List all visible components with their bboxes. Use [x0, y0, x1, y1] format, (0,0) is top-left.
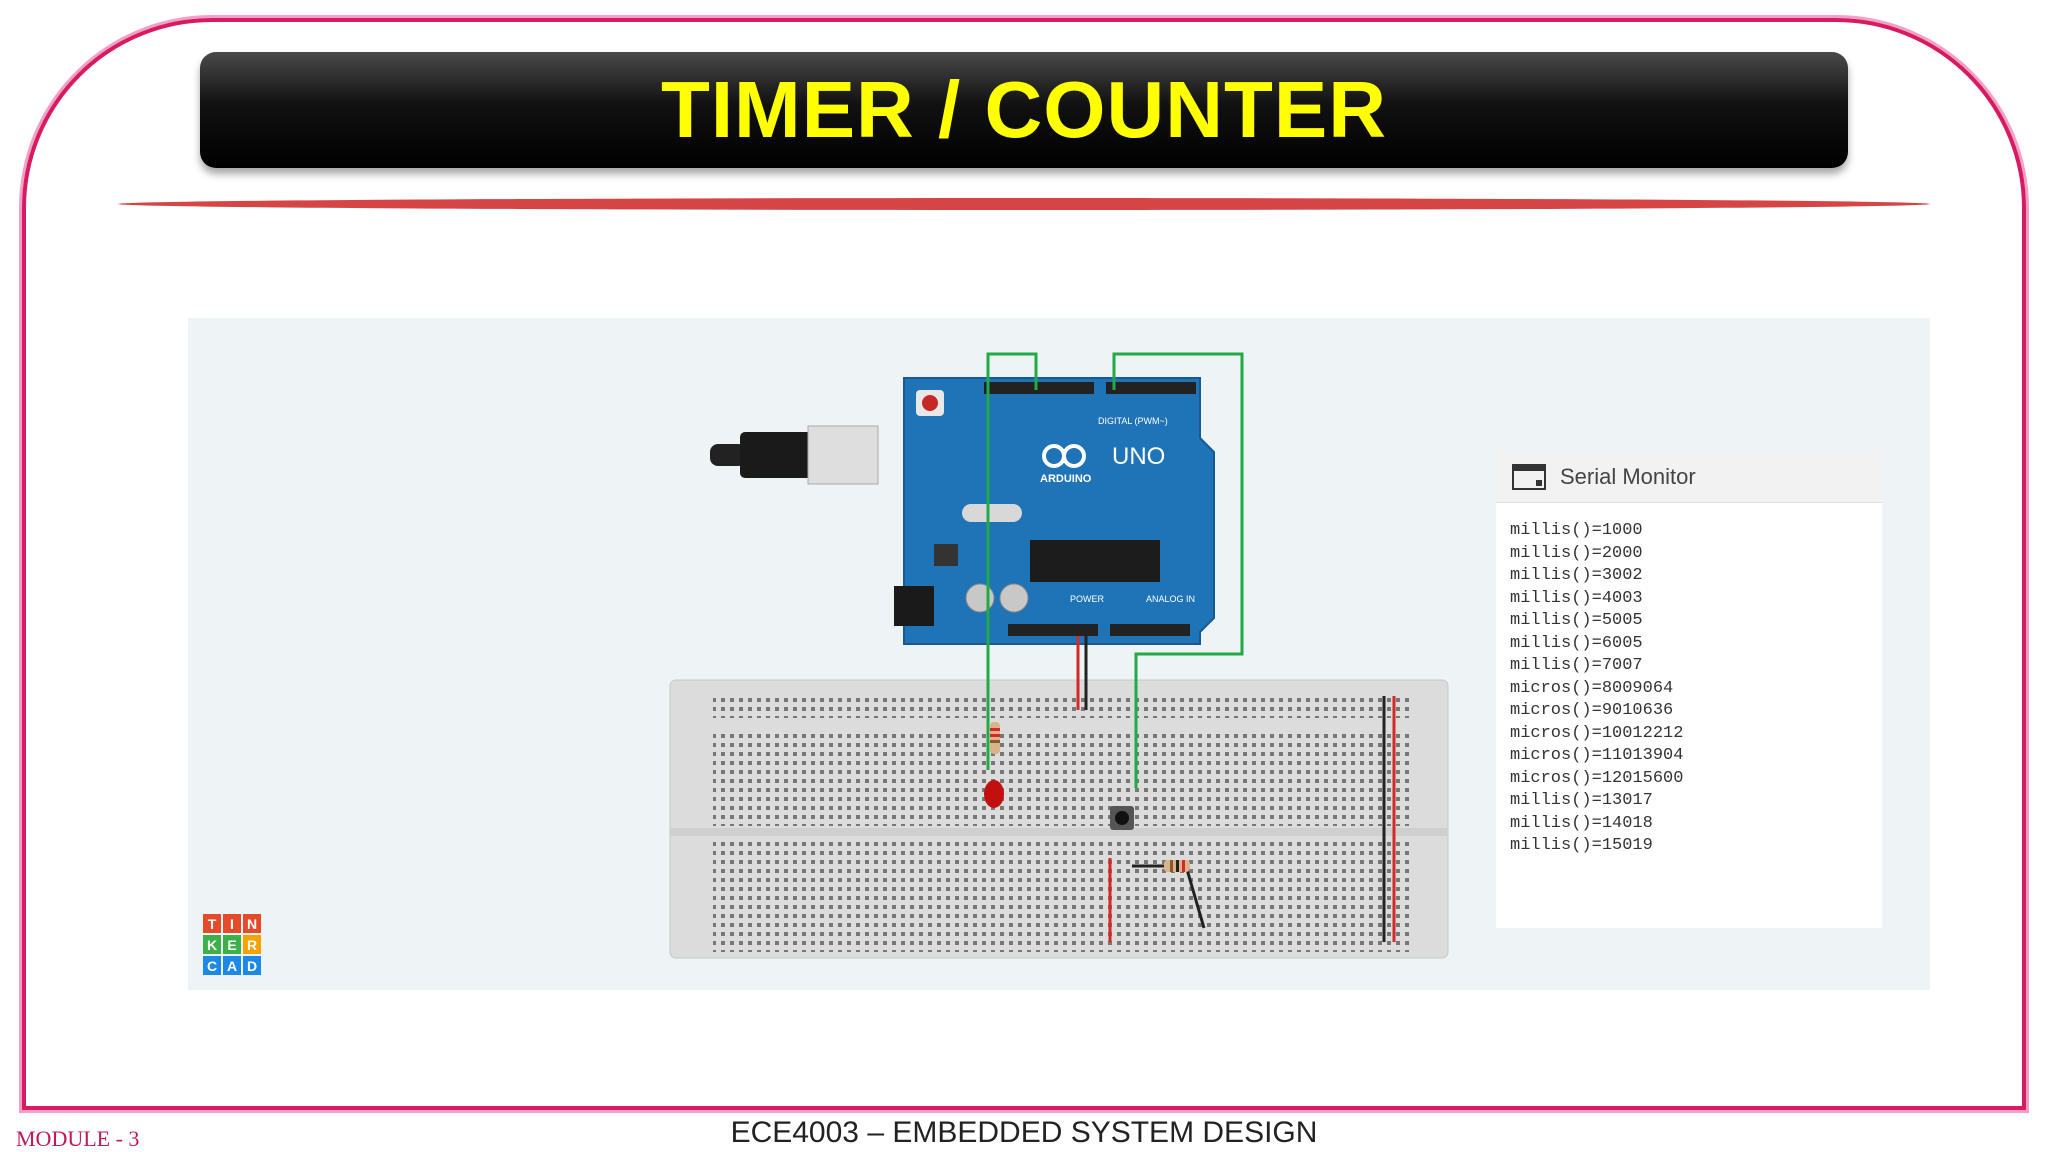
slide-frame — [22, 18, 2026, 1110]
analog-in-label: ANALOG IN — [1146, 594, 1195, 604]
serial-output: millis()=1000 millis()=2000 millis()=300… — [1510, 520, 1683, 858]
circuit-diagram: UNO ARDUINO DIGITAL (PWM~) POWER ANALOG … — [669, 352, 1449, 959]
pushbutton — [1110, 806, 1134, 830]
digital-pins-label: DIGITAL (PWM~) — [1098, 416, 1168, 426]
logo-letter: T — [203, 914, 221, 933]
red-led — [984, 780, 1004, 808]
logo-letter: C — [203, 956, 221, 975]
logo-letter: K — [203, 935, 221, 954]
serial-line: millis()=5005 — [1510, 611, 1643, 630]
logo-letter: E — [223, 935, 241, 954]
module-label: MODULE - 3 — [16, 1126, 140, 1151]
serial-line: millis()=15019 — [1510, 836, 1653, 855]
serial-monitor-title: Serial Monitor — [1560, 464, 1696, 489]
resistor-led — [990, 722, 1000, 754]
serial-monitor-icon — [1512, 464, 1546, 490]
serial-monitor-panel: Serial Monitor millis()=1000 millis()=20… — [1496, 452, 1882, 928]
serial-line: micros()=8009064 — [1510, 678, 1674, 698]
breadboard — [669, 679, 1449, 959]
logo-letter: N — [243, 914, 261, 933]
serial-line: millis()=13017 — [1510, 791, 1653, 810]
logo-letter: I — [223, 914, 241, 933]
serial-line: millis()=4003 — [1510, 588, 1643, 608]
serial-line: micros()=12015600 — [1510, 768, 1684, 788]
logo-letter: D — [243, 956, 261, 975]
logo-letter: R — [243, 935, 261, 954]
serial-line: micros()=10012212 — [1510, 723, 1684, 743]
serial-line: millis()=6005 — [1510, 633, 1643, 653]
usb-cable — [710, 425, 879, 485]
power-label: POWER — [1070, 594, 1105, 604]
board-brand: ARDUINO — [1040, 473, 1092, 485]
logo-letter: A — [223, 956, 241, 975]
serial-line: millis()=1000 — [1510, 521, 1643, 540]
serial-line: millis()=14018 — [1510, 813, 1653, 833]
serial-line: micros()=9010636 — [1510, 701, 1674, 720]
arduino-uno-board: UNO ARDUINO DIGITAL (PWM~) POWER ANALOG … — [894, 377, 1215, 645]
serial-line: millis()=3002 — [1510, 566, 1643, 585]
title-divider — [118, 198, 1930, 210]
serial-line: millis()=7007 — [1510, 656, 1643, 675]
wires — [986, 352, 1244, 942]
serial-line: millis()=2000 — [1510, 543, 1643, 563]
course-title: ECE4003 – EMBEDDED SYSTEM DESIGN — [730, 1116, 1318, 1149]
tinkercad-logo: T I N K E R C A D — [203, 914, 261, 977]
resistor-pulldown — [1164, 860, 1190, 872]
slide-title: TIMER / COUNTER — [660, 65, 1388, 154]
board-name: UNO — [1112, 443, 1165, 470]
serial-monitor-header[interactable]: Serial Monitor — [1496, 452, 1882, 503]
tinkercad-screenshot: UNO ARDUINO DIGITAL (PWM~) POWER ANALOG … — [188, 318, 1930, 990]
title-banner: TIMER / COUNTER — [200, 52, 1848, 168]
serial-line: micros()=11013904 — [1510, 746, 1684, 765]
